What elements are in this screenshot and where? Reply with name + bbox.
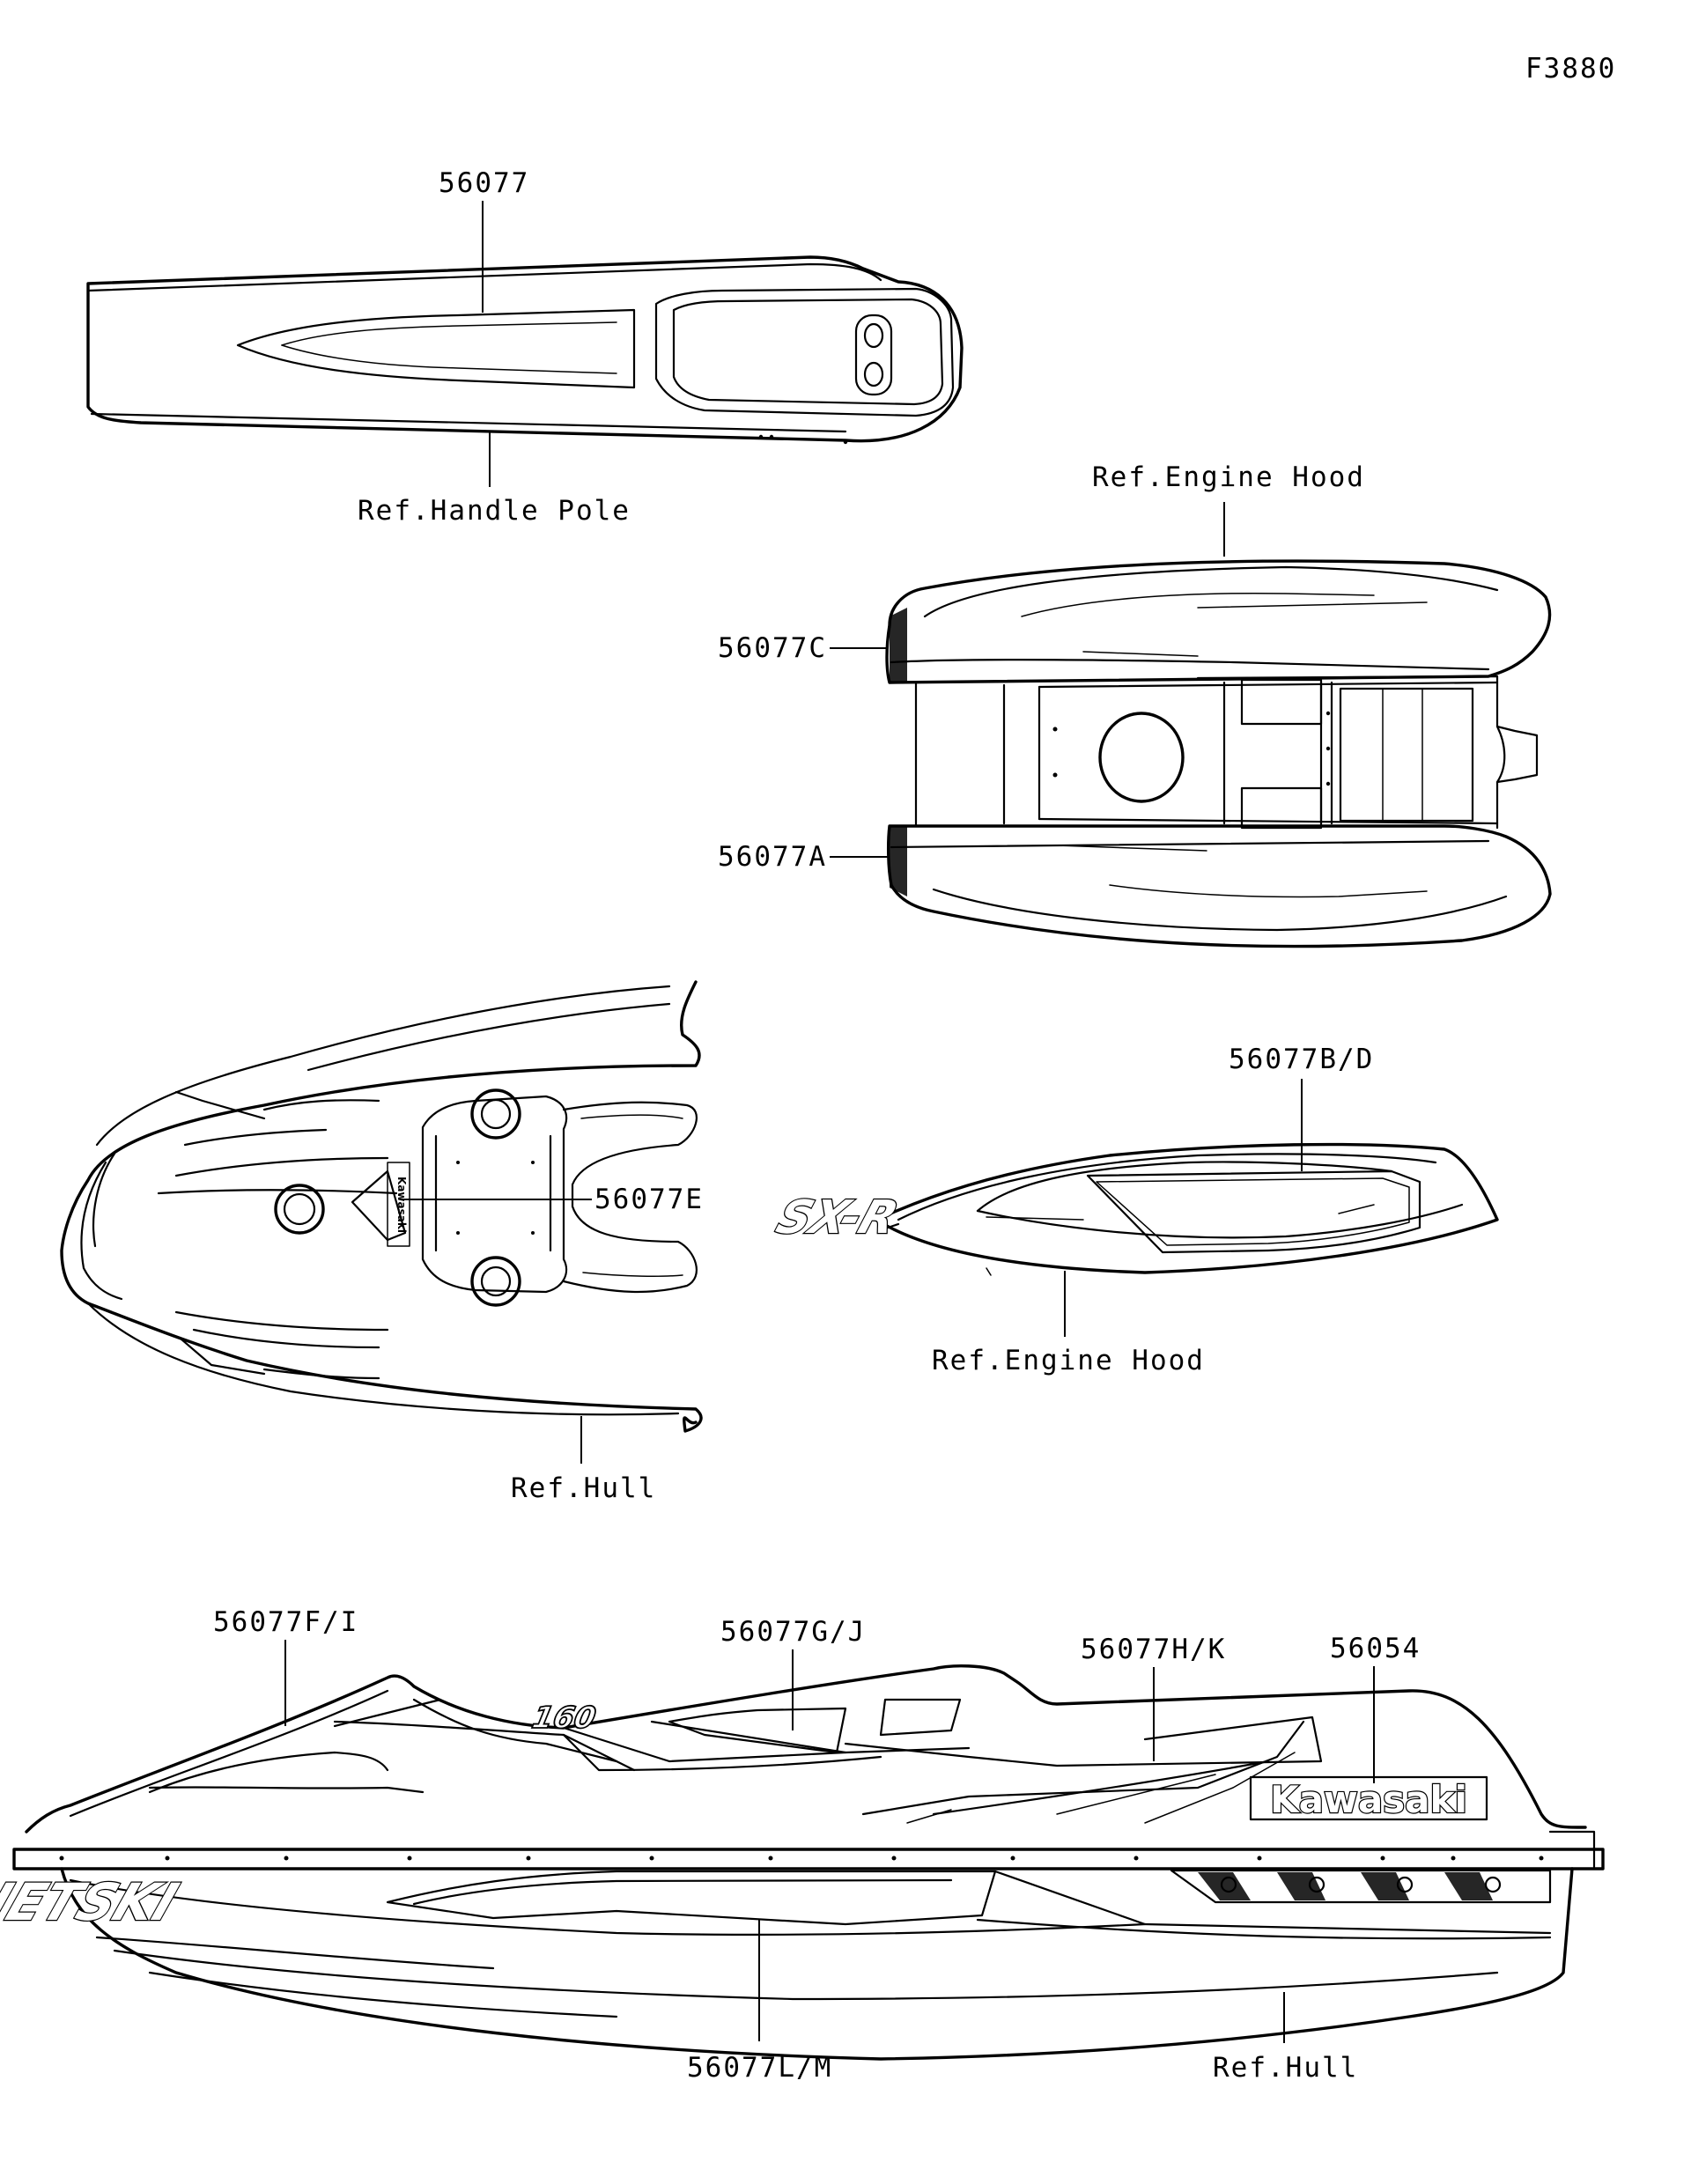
label-ref-hull-top: Ref.Hull [511,1472,656,1504]
sxr-logo: SX-R [771,1190,905,1243]
label-ref-engine-hood-side: Ref.Engine Hood [932,1345,1205,1376]
kawasaki-small-decal: Kawasaki [395,1177,408,1233]
kawasaki-logo: Kawasaki [1270,1778,1467,1821]
label-56054: 56054 [1330,1633,1421,1664]
label-56077C: 56077C [718,632,827,664]
label-56077BD: 56077B/D [1229,1044,1374,1075]
hull-top-drawing: Kawasaki [60,980,703,1433]
model-160-decal: 160 [529,1701,599,1736]
label-ref-engine-hood-top: Ref.Engine Hood [1092,461,1365,493]
label-ref-handle-pole: Ref.Handle Pole [358,495,631,527]
label-56077GJ: 56077G/J [720,1616,866,1648]
label-56077LM: 56077L/M [687,2052,832,2084]
figure-code: F3880 [1525,53,1616,85]
label-56077A: 56077A [718,841,827,873]
label-ref-hull-side: Ref.Hull [1213,2052,1358,2084]
engine-hood-top-drawing [885,559,1552,948]
watercraft-side-drawing: 160 Kawasaki JETSKI [0,1664,1605,2061]
label-56077FI: 56077F/I [213,1606,358,1638]
jetski-logo: JETSKI [0,1873,185,1933]
engine-hood-side-drawing: SX-R [769,1142,1499,1276]
handle-pole-drawing [86,255,964,445]
label-56077HK: 56077H/K [1081,1634,1226,1665]
label-56077: 56077 [439,167,529,199]
label-56077E: 56077E [594,1184,704,1215]
